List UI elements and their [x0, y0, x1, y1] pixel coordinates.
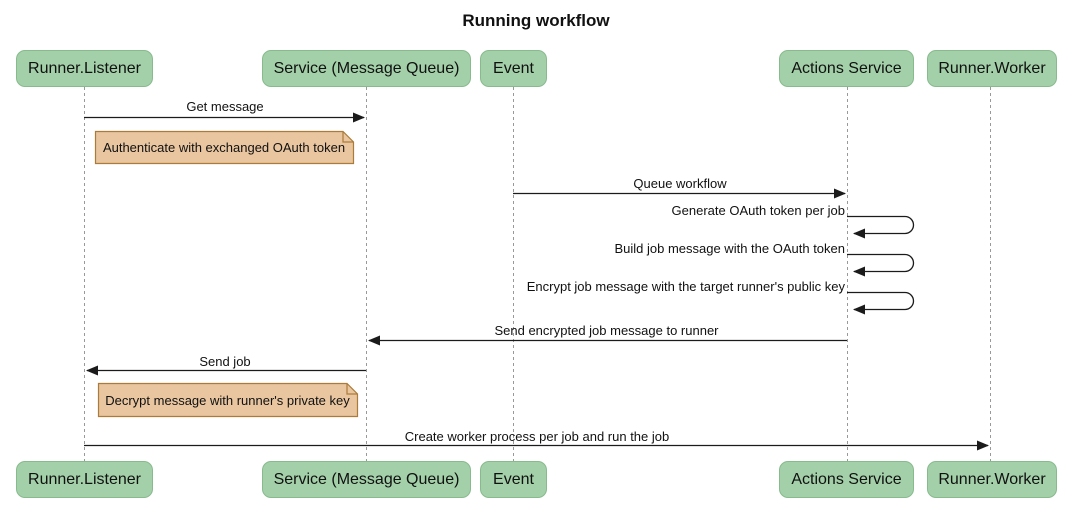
- message-label-generate-token: Generate OAuth token per job: [671, 203, 845, 218]
- actor-top-service-message-queue: Service (Message Queue): [262, 50, 471, 87]
- actor-bottom-runner-worker: Runner.Worker: [927, 461, 1057, 498]
- note-authenticate: Authenticate with exchanged OAuth token: [102, 140, 346, 155]
- note-shape-authenticate: [94, 130, 355, 165]
- actor-top-event: Event: [480, 50, 547, 87]
- note-fold-decrypt: [346, 383, 358, 395]
- actor-bottom-runner-listener: Runner.Listener: [16, 461, 153, 498]
- message-label-send-job: Send job: [199, 354, 251, 369]
- actor-top-runner-listener: Runner.Listener: [16, 50, 153, 87]
- actor-top-runner-worker: Runner.Worker: [927, 50, 1057, 87]
- actor-label: Runner.Listener: [28, 470, 141, 488]
- message-label-queue-workflow: Queue workflow: [633, 176, 727, 191]
- message-label-build-job-message: Build job message with the OAuth token: [614, 241, 845, 256]
- diagram-title: Running workflow: [462, 11, 610, 30]
- actor-bottom-event: Event: [480, 461, 547, 498]
- actor-label: Event: [493, 470, 534, 488]
- self-loop-build-job-message: [847, 253, 915, 277]
- self-loop-encrypt-job-message: [847, 291, 915, 315]
- actor-label: Event: [493, 59, 534, 77]
- note-decrypt: Decrypt message with runner's private ke…: [105, 392, 350, 408]
- message-label-encrypt-job-message: Encrypt job message with the target runn…: [526, 279, 845, 294]
- actor-bottom-actions-service: Actions Service: [779, 461, 914, 498]
- actor-label: Service (Message Queue): [273, 59, 460, 77]
- message-label-get-message: Get message: [186, 99, 264, 114]
- actor-label: Runner.Worker: [938, 470, 1046, 488]
- actor-bottom-service-message-queue: Service (Message Queue): [262, 461, 471, 498]
- actor-label: Runner.Worker: [938, 59, 1046, 77]
- self-loop-generate-token: [847, 215, 915, 239]
- actor-label: Runner.Listener: [28, 59, 141, 77]
- actor-label: Service (Message Queue): [273, 470, 460, 488]
- message-label-create-worker-process: Create worker process per job and run th…: [404, 429, 670, 444]
- actor-top-actions-service: Actions Service: [779, 50, 914, 87]
- message-label-send-encrypted-job: Send encrypted job message to runner: [494, 323, 719, 338]
- actor-label: Actions Service: [791, 470, 902, 488]
- note-shape-decrypt: [97, 382, 359, 418]
- actor-label: Actions Service: [791, 59, 902, 77]
- note-fold-authenticate: [342, 131, 354, 143]
